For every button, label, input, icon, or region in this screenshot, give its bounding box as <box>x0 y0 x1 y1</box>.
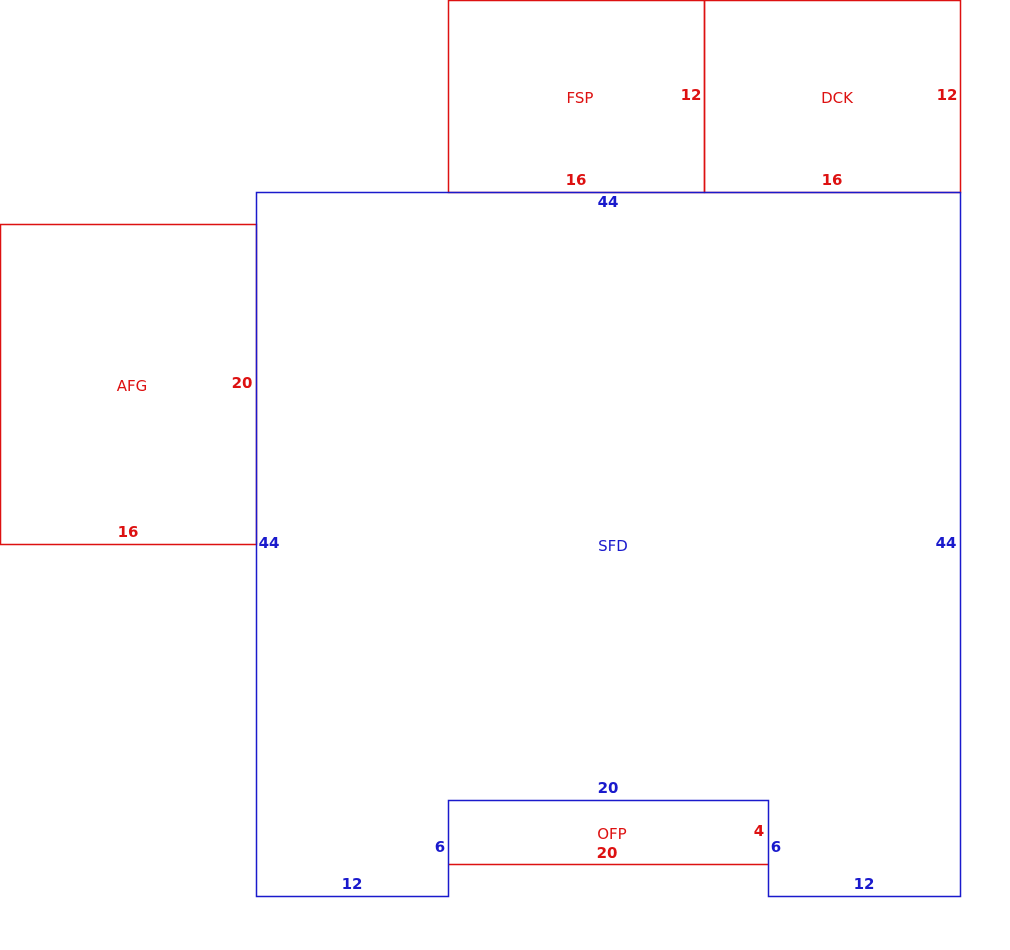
sfd-dim-right: 44 <box>936 534 957 552</box>
sfd-dim-notch-right: 6 <box>771 838 781 856</box>
ofp-dim-bottom: 20 <box>597 844 618 862</box>
afg-dim-right: 20 <box>232 374 253 392</box>
dck-dim-right: 12 <box>937 86 958 104</box>
sfd-dim-left: 44 <box>259 534 280 552</box>
dck-dim-bottom: 16 <box>822 171 843 189</box>
fsp-area: FSP 12 16 <box>447 0 706 194</box>
sfd-outline <box>255 191 962 898</box>
dck-area: DCK 12 16 <box>703 0 962 194</box>
sfd-dim-notch-left: 6 <box>435 838 445 856</box>
dck-label: DCK <box>821 89 854 107</box>
fsp-label: FSP <box>567 89 594 107</box>
sfd-dim-top: 44 <box>598 193 619 211</box>
fsp-dim-right: 12 <box>681 86 702 104</box>
ofp-dim-right: 4 <box>754 822 764 840</box>
afg-dim-bottom: 16 <box>118 523 139 541</box>
fsp-dim-bottom: 16 <box>566 171 587 189</box>
sfd-dim-bottom-left: 12 <box>342 875 363 893</box>
afg-label: AFG <box>117 377 148 395</box>
ofp-area: OFP 4 20 <box>448 822 769 866</box>
sfd-dim-bottom-right: 12 <box>854 875 875 893</box>
afg-area: AFG 20 16 <box>0 223 258 546</box>
ofp-label: OFP <box>597 825 626 843</box>
sfd-area: SFD 44 44 44 12 12 20 6 6 <box>255 191 962 898</box>
sfd-label: SFD <box>598 537 628 555</box>
sfd-dim-notch-top: 20 <box>598 779 619 797</box>
